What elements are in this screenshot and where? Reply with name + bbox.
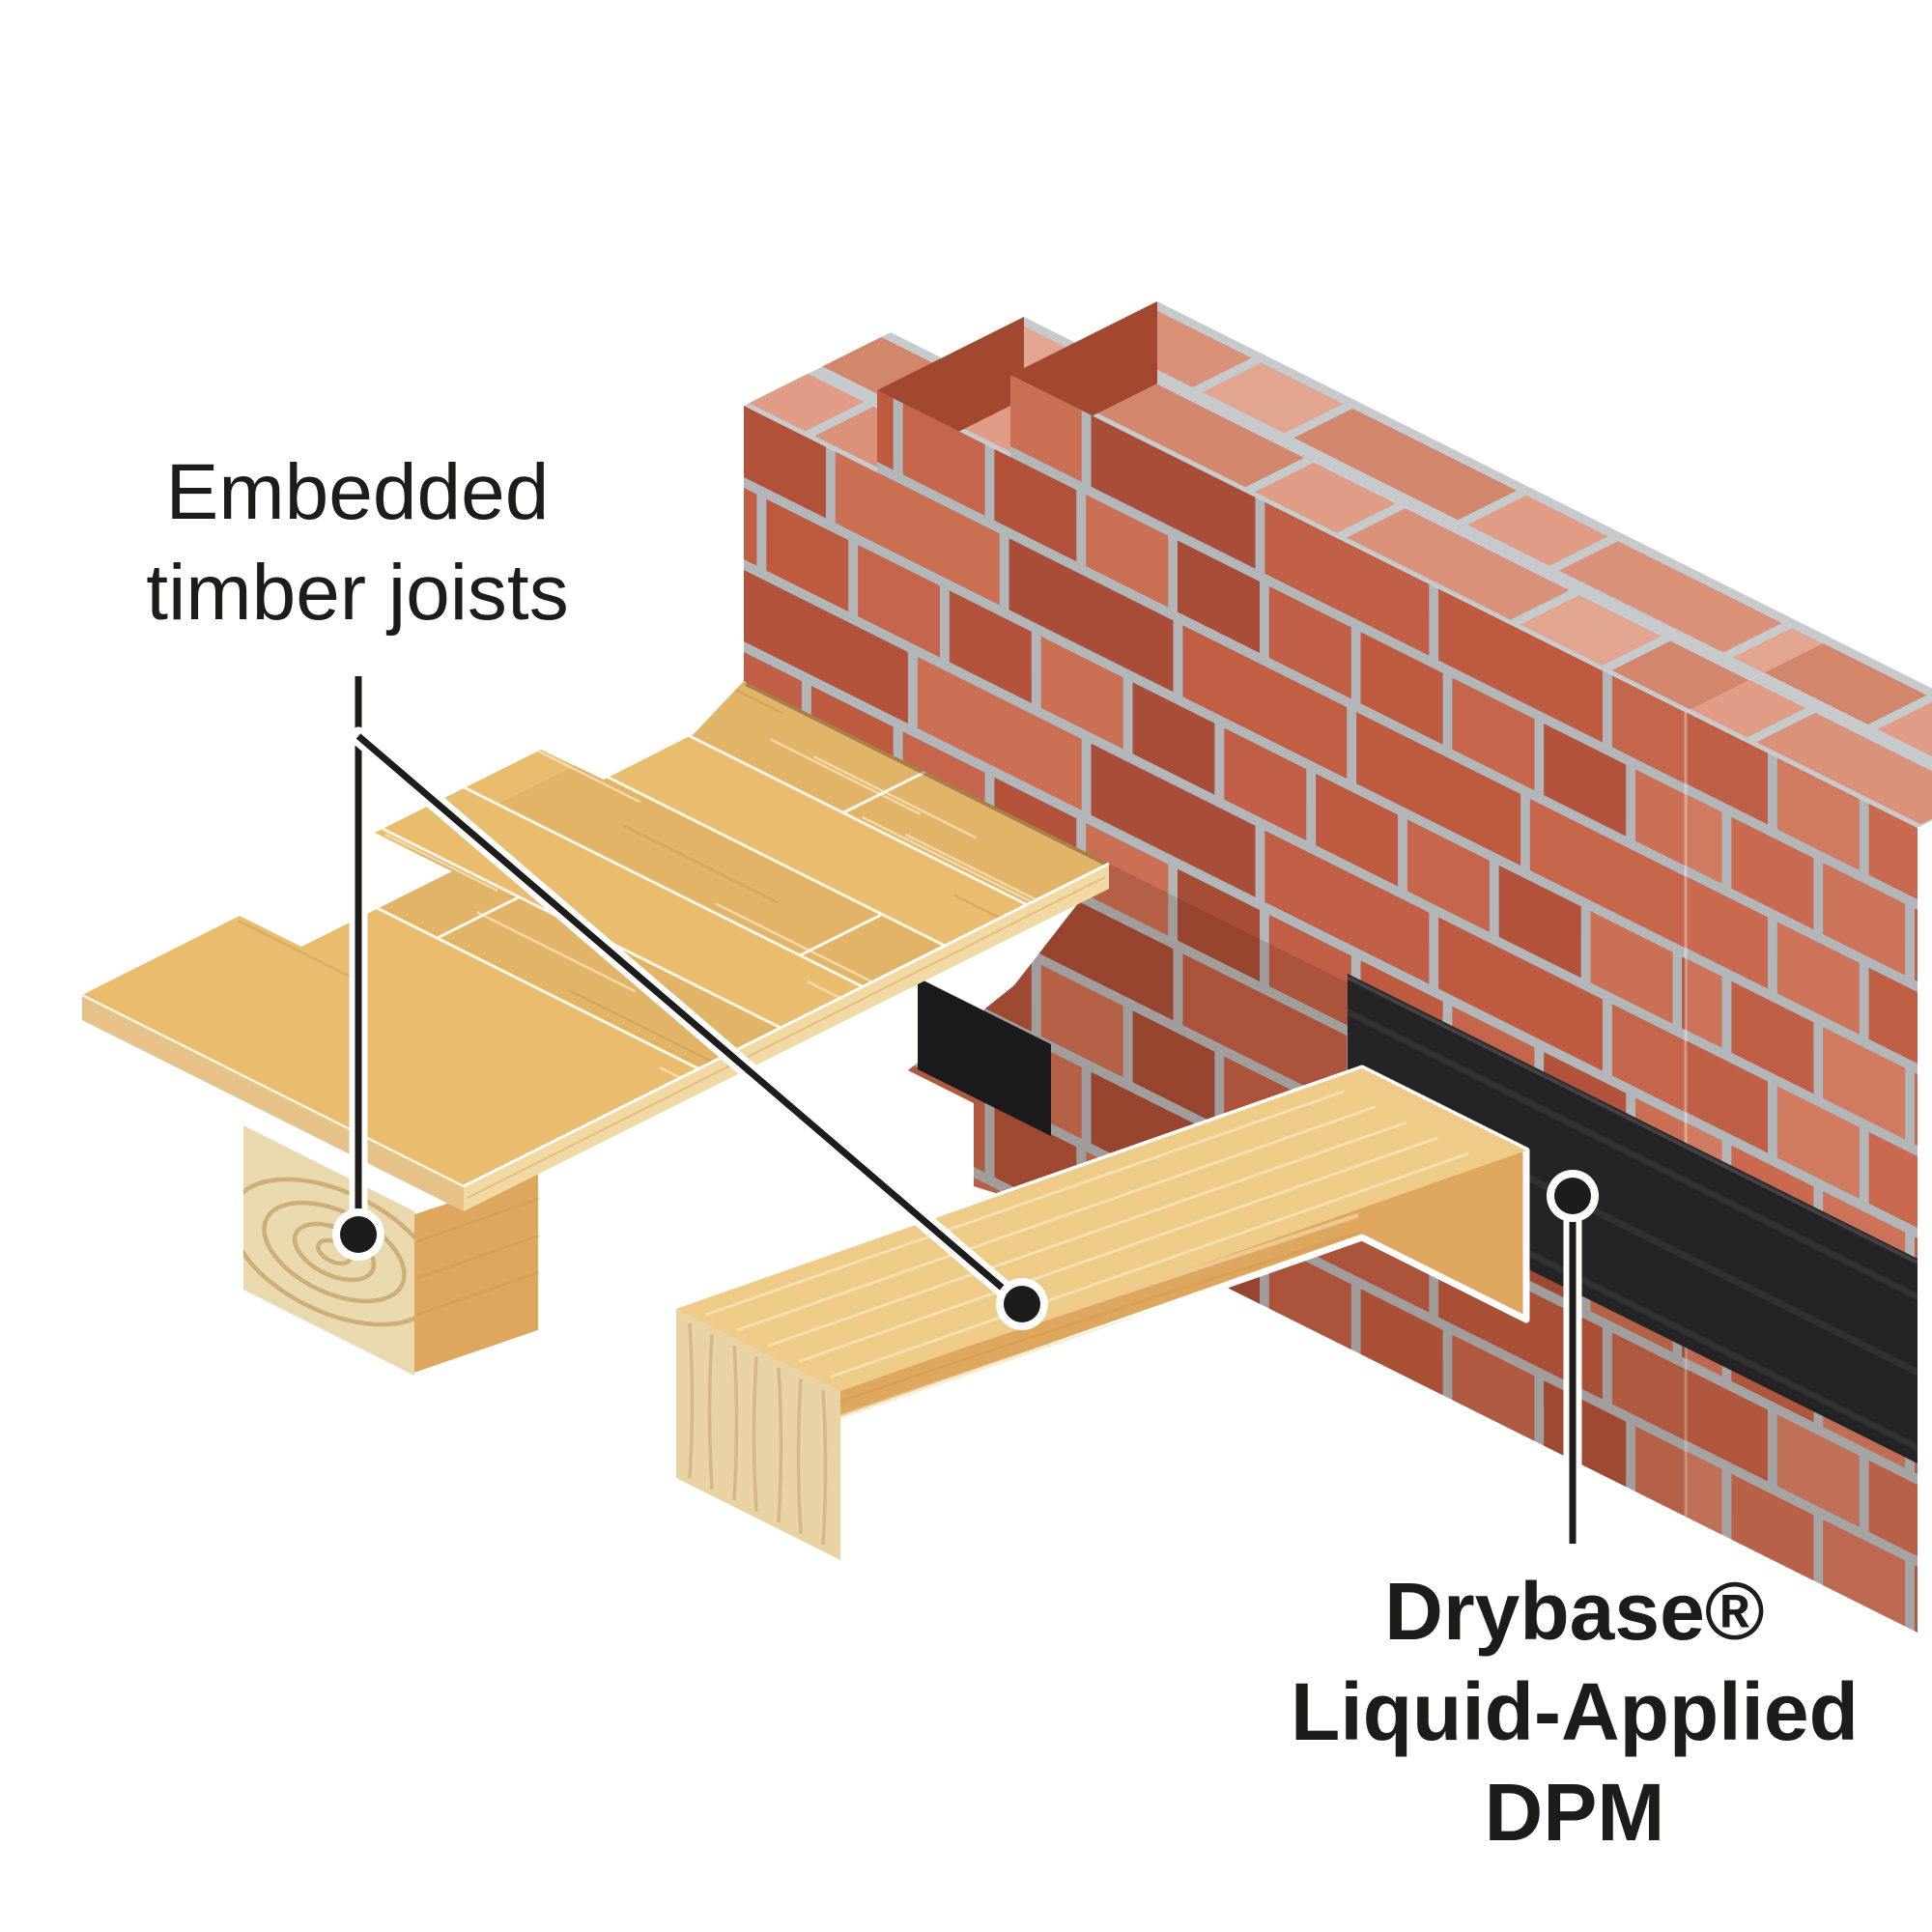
floor-wall-junction-shadow [745, 682, 1108, 867]
leader-dpm-dot [1554, 1178, 1591, 1214]
label-embedded-timber-joists: Embedded timber joists [68, 442, 647, 643]
floorboard-butt-joint [842, 770, 926, 814]
wall-top-c [1010, 301, 1833, 712]
leader-middle-joist [349, 726, 1048, 1330]
leader-left-joist [332, 667, 384, 1261]
label-dpm-line3: DPM [1484, 1767, 1665, 1858]
leader-dpm [1547, 1170, 1599, 1553]
floor-near-edge [82, 995, 464, 1211]
label-drybase-dpm: Drybase® Liquid-Applied DPM [1135, 1561, 1932, 1862]
label-dpm-line1: Drybase® [1384, 1566, 1765, 1657]
leader-middle-joist-dot [1004, 1286, 1040, 1322]
joist-left-end-grain [243, 1125, 414, 1376]
label-dpm-line2: Liquid-Applied [1291, 1666, 1859, 1757]
joist-left [241, 1122, 544, 1378]
floorboard-butt-joint [436, 895, 521, 940]
dpm-membrane-band [1348, 974, 1918, 1463]
floorboard-butt-joint [799, 913, 883, 957]
floorboard-seam [591, 686, 1109, 1186]
joist-socket-void [918, 978, 1051, 1136]
joist-middle [672, 1065, 1530, 1564]
leader-left-joist-dot [340, 1216, 377, 1253]
label-embedded-line1: Embedded [165, 448, 550, 536]
label-embedded-line2: timber joists [146, 549, 569, 637]
